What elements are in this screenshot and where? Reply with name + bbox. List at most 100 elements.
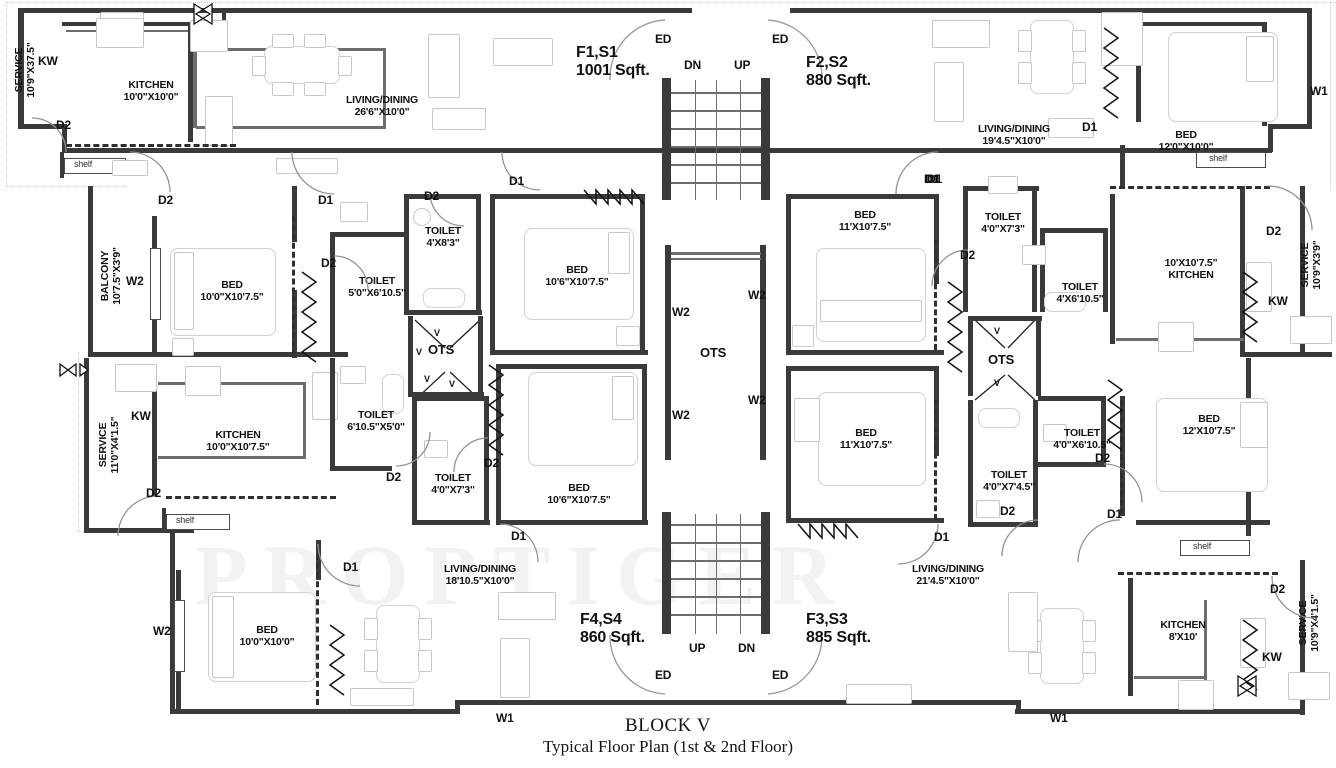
room-name: SERVICE (1297, 600, 1309, 646)
wash-basin (1022, 245, 1046, 265)
room-dim: 21'4.5"X10'0" (916, 574, 980, 587)
bed-pillow (608, 232, 630, 274)
exterior-wall (18, 8, 692, 13)
stair-wall-left (662, 512, 671, 634)
stair-dn-top: DN (684, 58, 701, 72)
room-name: TOILET (991, 469, 1027, 481)
kitchen-counter (1134, 676, 1206, 679)
room-name: BED (256, 624, 278, 636)
sofa-seat (493, 38, 553, 66)
door-label-d2: D2 (146, 486, 161, 500)
sofa-seat (276, 158, 338, 174)
boundary-line (1330, 2, 1331, 190)
room-label-kitchen-mr: 10'X10'7.5" KITCHEN (1145, 257, 1237, 281)
ots-wall (408, 316, 413, 396)
shelf-label: shelf (1209, 153, 1228, 163)
tv-unit (112, 160, 148, 176)
room-dim: 10'9"X3'9" (1310, 240, 1323, 290)
ots-wall (968, 316, 1042, 321)
room-name: KITCHEN (1160, 619, 1206, 631)
toilet-wall (1103, 228, 1108, 312)
room-label-service-br: SERVICE 10'9"X4'1.5" (1297, 568, 1321, 678)
ed-label-bottom-right: ED (772, 668, 789, 682)
room-name: BED (566, 264, 588, 276)
wc-fixture (1044, 292, 1086, 312)
exterior-wall (88, 352, 348, 357)
window-label-w2: W2 (748, 288, 766, 302)
unit-code: F3,S3 (806, 611, 848, 628)
door-label-d2: D2 (424, 189, 439, 203)
dining-table (264, 46, 340, 84)
exterior-wall (170, 533, 175, 713)
room-name: SERVICE (97, 422, 109, 468)
bed-pillow (794, 398, 820, 442)
interior-wall (188, 22, 193, 142)
coffee-table (1048, 118, 1094, 138)
wardrobe-unit (1101, 12, 1143, 66)
toilet-wall (404, 194, 409, 314)
room-label-toilet-br-b: TOILET 4'0"X6'10.5" (1046, 427, 1118, 451)
interior-wall (934, 194, 939, 284)
ed-label-top-right: ED (772, 32, 789, 46)
room-name: BED (221, 279, 243, 291)
side-table (792, 325, 814, 347)
exterior-wall (1268, 124, 1312, 129)
dining-chair (338, 56, 352, 76)
room-label-service-bl: SERVICE 11'0"X4'1.5" (97, 390, 121, 500)
exterior-wall (62, 148, 702, 153)
dining-chair (1018, 62, 1032, 84)
room-name: TOILET (425, 225, 461, 237)
stair-stringer (716, 514, 717, 634)
interior-wall (1120, 145, 1125, 187)
room-dim: 10'9"X4'1.5" (1308, 594, 1321, 652)
stair-stringer (716, 80, 717, 200)
unit-label-f1s1: F1,S1 1001 Sqft. (576, 44, 650, 80)
room-label-kitchen-tl: KITCHEN 10'0"X10'0" (106, 79, 196, 103)
interior-wall (490, 350, 648, 355)
dining-table (1030, 20, 1074, 94)
counter-line (193, 28, 197, 128)
room-name: SERVICE (13, 47, 25, 93)
room-name: KITCHEN (215, 429, 261, 441)
toilet-wall (968, 400, 973, 526)
dining-chair (304, 34, 326, 48)
ots-vent-marker: V (994, 378, 1000, 388)
room-dim: 8'X10' (1168, 630, 1198, 643)
room-name: LIVING/DINING (345, 94, 419, 106)
exterior-wall (660, 700, 1020, 705)
dining-table (376, 605, 420, 683)
interior-wall (1136, 520, 1270, 525)
kw-label: KW (38, 54, 58, 68)
side-table (616, 326, 640, 346)
ots-wall-left (665, 245, 671, 460)
bed-pillow (1246, 36, 1274, 82)
ots-vent-marker: V (449, 379, 455, 389)
stair-up-bottom: UP (689, 641, 706, 655)
dining-chair (418, 618, 432, 640)
shelf-unit (166, 514, 230, 530)
sofa-seat (846, 684, 912, 704)
window-label-w2: W2 (672, 305, 690, 319)
window-label-w2: W2 (748, 393, 766, 407)
door-label-d2: D2 (56, 118, 71, 132)
partition-dashed (292, 216, 295, 356)
stair-stringer (740, 80, 741, 200)
dining-chair (364, 650, 378, 672)
room-label-bed-br-right: BED 12'X10'7.5" (1163, 413, 1255, 437)
exterior-wall (88, 186, 93, 356)
interior-wall (786, 194, 791, 354)
room-dim: 19'4.5"X10'0" (982, 134, 1046, 147)
interior-wall (786, 194, 938, 199)
window-label-w1: W1 (496, 711, 514, 725)
toilet-wall (968, 522, 1038, 527)
exterior-wall (1240, 352, 1332, 357)
room-label-toilet-bl-b: TOILET 4'0"X7'3" (418, 472, 488, 496)
interior-wall (786, 366, 791, 522)
dining-table (1040, 608, 1084, 684)
interior-wall (496, 364, 501, 524)
exterior-wall (790, 8, 1312, 13)
toilet-wall (404, 194, 480, 199)
ots-lintel (671, 252, 761, 255)
partition-dashed (1118, 572, 1278, 575)
wash-basin (988, 176, 1018, 194)
